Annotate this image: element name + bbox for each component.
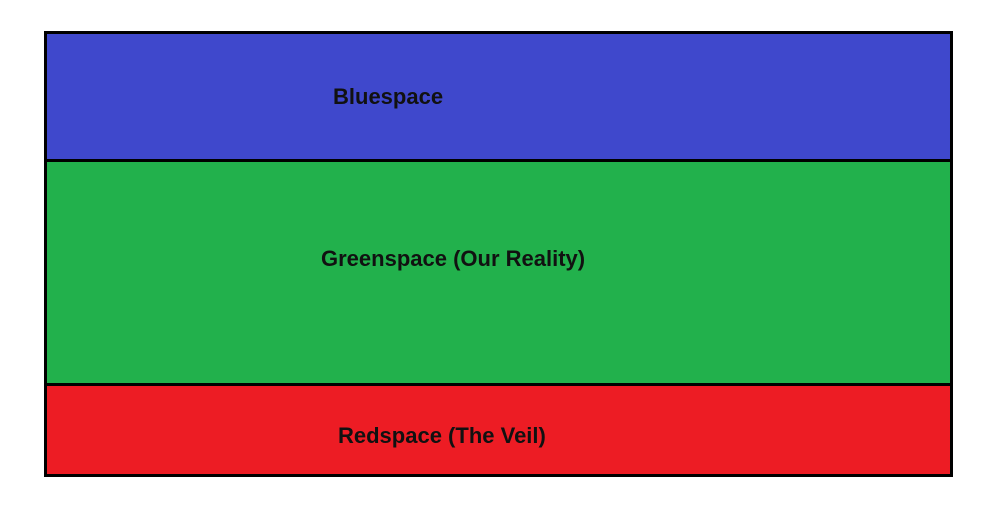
bluespace-layer: Bluespace (47, 34, 950, 162)
bluespace-label: Bluespace (333, 84, 444, 109)
redspace-layer: Redspace (The Veil) (47, 386, 950, 474)
redspace-label: Redspace (The Veil) (338, 423, 546, 448)
greenspace-label: Greenspace (Our Reality) (321, 246, 586, 271)
layers-diagram: Bluespace Greenspace (Our Reality) Redsp… (44, 31, 953, 477)
greenspace-layer: Greenspace (Our Reality) (47, 162, 950, 386)
